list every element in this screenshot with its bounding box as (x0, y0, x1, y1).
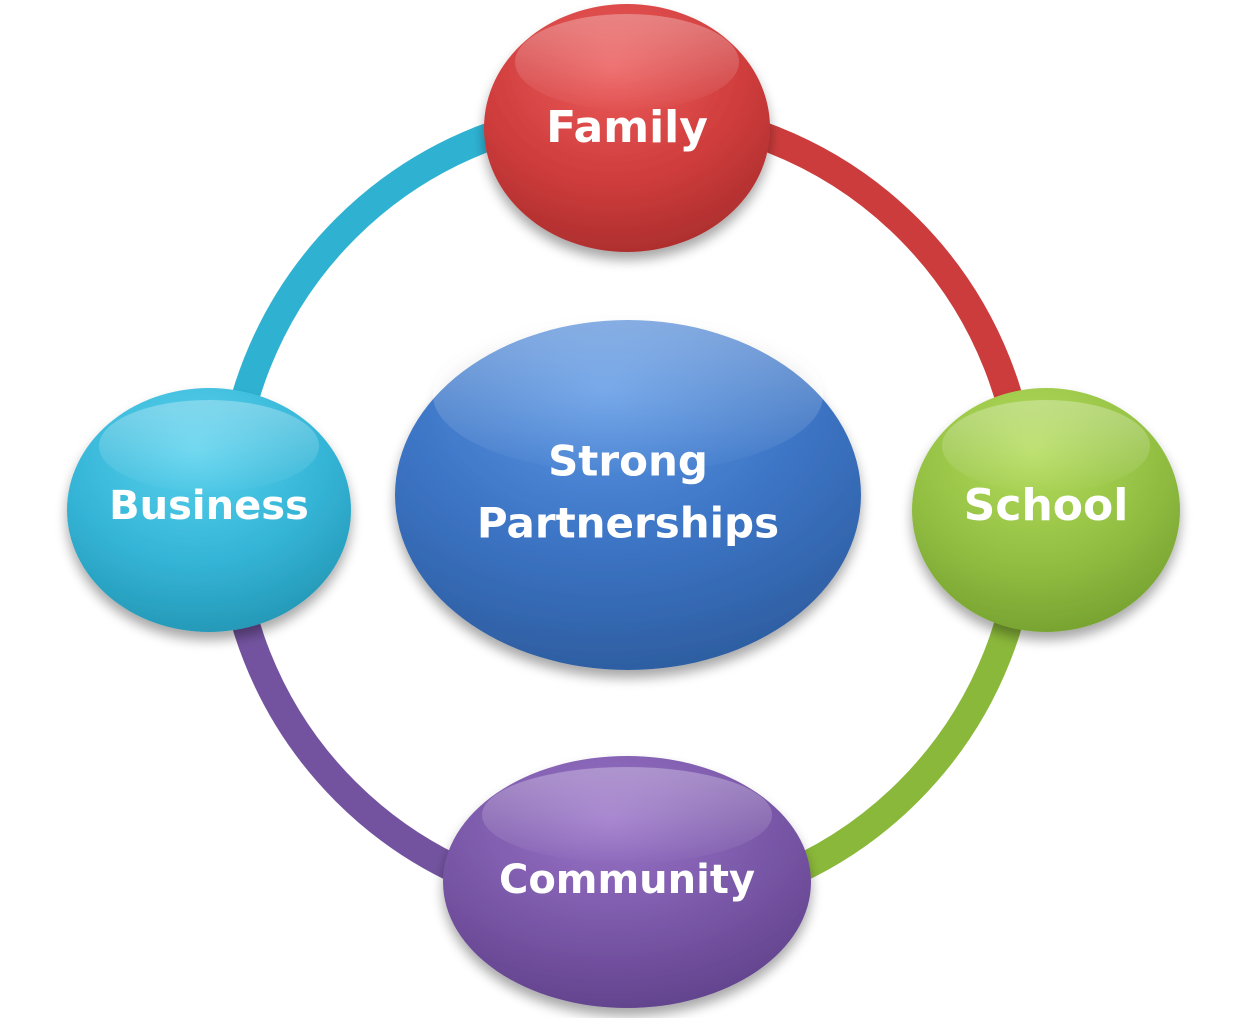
community-gloss (482, 767, 772, 863)
center-node: Strong Partnerships (395, 317, 861, 670)
node-school: School (912, 388, 1180, 632)
center-label-line1: Strong (548, 437, 708, 486)
family-label: Family (546, 102, 708, 153)
node-business: Business (67, 388, 351, 632)
business-label: Business (109, 483, 309, 529)
center-gloss (433, 317, 823, 473)
center-label-line2: Partnerships (477, 499, 779, 548)
school-gloss (942, 400, 1150, 492)
node-family: Family (484, 4, 770, 252)
school-label: School (964, 480, 1129, 531)
node-community: Community (443, 756, 811, 1008)
community-label: Community (499, 857, 755, 903)
business-gloss (99, 400, 319, 492)
family-gloss (515, 14, 739, 110)
